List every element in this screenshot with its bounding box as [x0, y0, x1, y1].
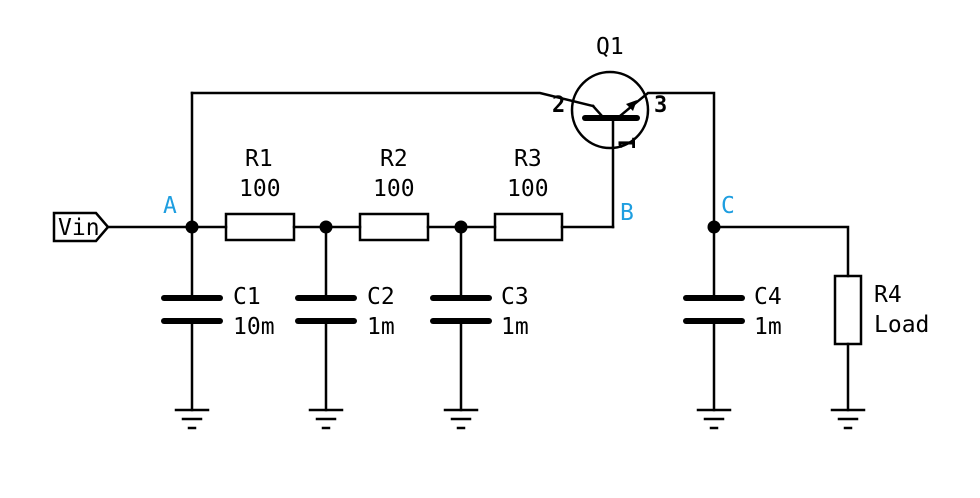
capacitor-c2: [295, 295, 357, 324]
capacitor-c1: [161, 295, 223, 324]
emitter-arrow-icon: [626, 100, 637, 111]
r2-value: 100: [373, 176, 415, 202]
wire-emitter: [630, 91, 716, 229]
resistor-r2: [358, 212, 430, 242]
junction-r2-r3: [454, 220, 468, 234]
transistor-collector-lead: [591, 104, 604, 118]
c1-ref: C1: [233, 284, 261, 310]
net-label-b: B: [620, 200, 634, 226]
c4-value: 1m: [754, 314, 782, 340]
c3-ref: C3: [501, 284, 529, 310]
q1-pin-base: 1: [616, 137, 641, 150]
wires: [106, 91, 850, 412]
c2-ref: C2: [367, 284, 395, 310]
r1-ref: R1: [245, 146, 273, 172]
resistor-r1: [224, 212, 296, 242]
ground-c3: [443, 408, 479, 430]
r2-ref: R2: [380, 146, 408, 172]
c4-ref: C4: [754, 284, 782, 310]
input-port: Vin: [52, 211, 110, 243]
r1-value: 100: [239, 176, 281, 202]
c1-value: 10m: [233, 314, 275, 340]
q1-pin-emitter: 3: [654, 93, 667, 118]
c3-value: 1m: [501, 314, 529, 340]
net-label-c: C: [721, 193, 735, 219]
c2-value: 1m: [367, 314, 395, 340]
r3-value: 100: [507, 176, 549, 202]
ground-c1: [174, 408, 210, 430]
ground-r4: [830, 408, 866, 430]
junctions: [185, 220, 721, 234]
resistor-r4: [833, 274, 863, 346]
junction-c: [707, 220, 721, 234]
q1-pin-collector: 2: [552, 93, 565, 118]
q1-ref: Q1: [596, 34, 624, 60]
r4-ref: R4: [874, 282, 902, 308]
wire-c-to-r4: [712, 225, 850, 278]
junction-a: [185, 220, 199, 234]
resistor-r3: [493, 212, 564, 242]
capacitor-c4: [683, 295, 745, 324]
r3-ref: R3: [514, 146, 542, 172]
input-port-label: Vin: [58, 215, 100, 241]
ground-c2: [308, 408, 344, 430]
transistor-body: [570, 70, 650, 150]
input-port-shape: [52, 211, 110, 243]
transistor-q1: [570, 70, 650, 150]
junction-r1-r2: [319, 220, 333, 234]
r4-value: Load: [874, 312, 929, 338]
wire-collector: [190, 91, 595, 108]
ground-c4: [696, 408, 732, 430]
capacitor-c3: [430, 295, 492, 324]
net-label-a: A: [163, 193, 177, 219]
